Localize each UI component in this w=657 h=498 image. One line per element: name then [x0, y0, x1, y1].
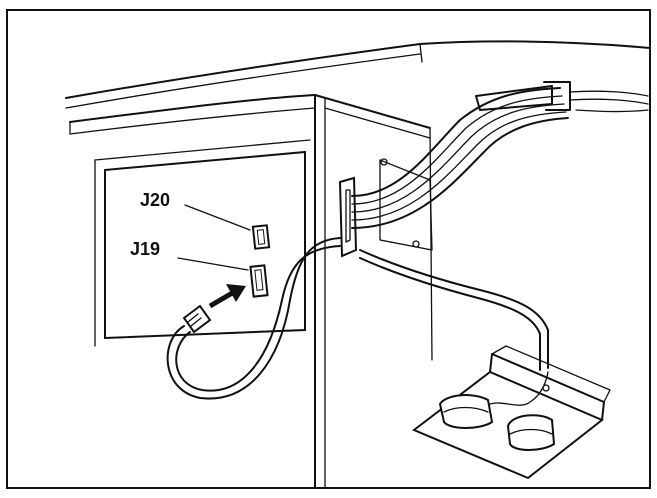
cable-grommet	[338, 158, 433, 258]
foot-pedal-assembly	[412, 345, 611, 480]
j19-leader-line	[177, 257, 249, 271]
figure-frame	[6, 9, 651, 489]
support-post	[314, 94, 433, 489]
pedal-cable	[166, 237, 549, 400]
plug-connector	[182, 304, 212, 334]
j20-label: J20	[140, 190, 170, 210]
j19-connector-socket	[249, 264, 269, 298]
cable-bundle	[351, 81, 649, 229]
j20-connector-socket	[251, 224, 271, 250]
j20-leader-line	[184, 204, 251, 231]
insertion-arrow	[208, 284, 246, 309]
j19-label: J19	[130, 239, 160, 259]
table-top	[65, 40, 651, 135]
